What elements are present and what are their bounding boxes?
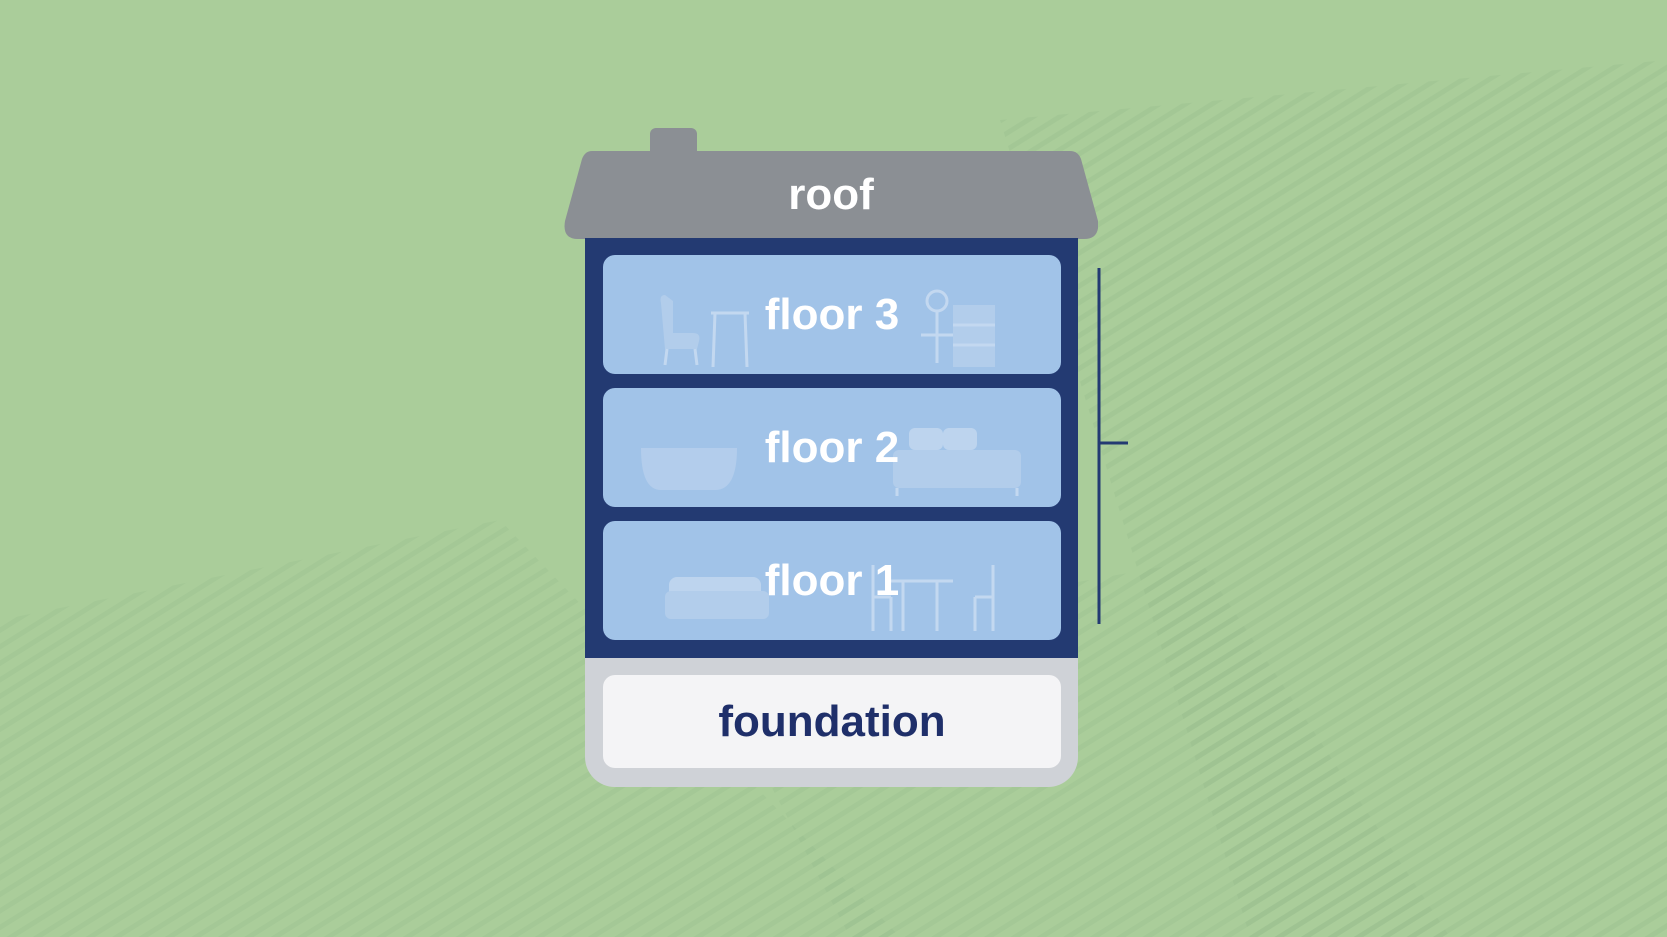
floor-2-label: floor 2 bbox=[764, 422, 900, 472]
desk-lamp-icon bbox=[921, 289, 953, 363]
roof-shape bbox=[564, 151, 1098, 239]
floor-1: floor 1 bbox=[603, 521, 1061, 640]
roof-label: roof bbox=[788, 170, 874, 219]
dresser-icon bbox=[953, 305, 995, 367]
chair-icon bbox=[871, 565, 995, 631]
armchair-icon bbox=[660, 295, 700, 366]
floor-1-furniture bbox=[665, 565, 995, 631]
bed-icon bbox=[893, 428, 1021, 496]
floor-3: floor 3 bbox=[603, 255, 1061, 374]
bathtub-icon bbox=[641, 448, 737, 490]
dining-table-icon bbox=[887, 579, 953, 631]
floor-2: floor 2 bbox=[603, 388, 1061, 507]
roof: roof bbox=[564, 151, 1098, 239]
floor-2-furniture bbox=[641, 428, 1021, 496]
sofa-icon bbox=[665, 577, 769, 619]
floor-1-label: floor 1 bbox=[764, 555, 900, 605]
floors-bracket bbox=[1097, 268, 1128, 624]
floor-3-furniture bbox=[660, 289, 995, 368]
floor-3-label: floor 3 bbox=[764, 289, 900, 339]
foundation-label: foundation bbox=[603, 675, 1061, 768]
table-icon bbox=[711, 311, 749, 368]
